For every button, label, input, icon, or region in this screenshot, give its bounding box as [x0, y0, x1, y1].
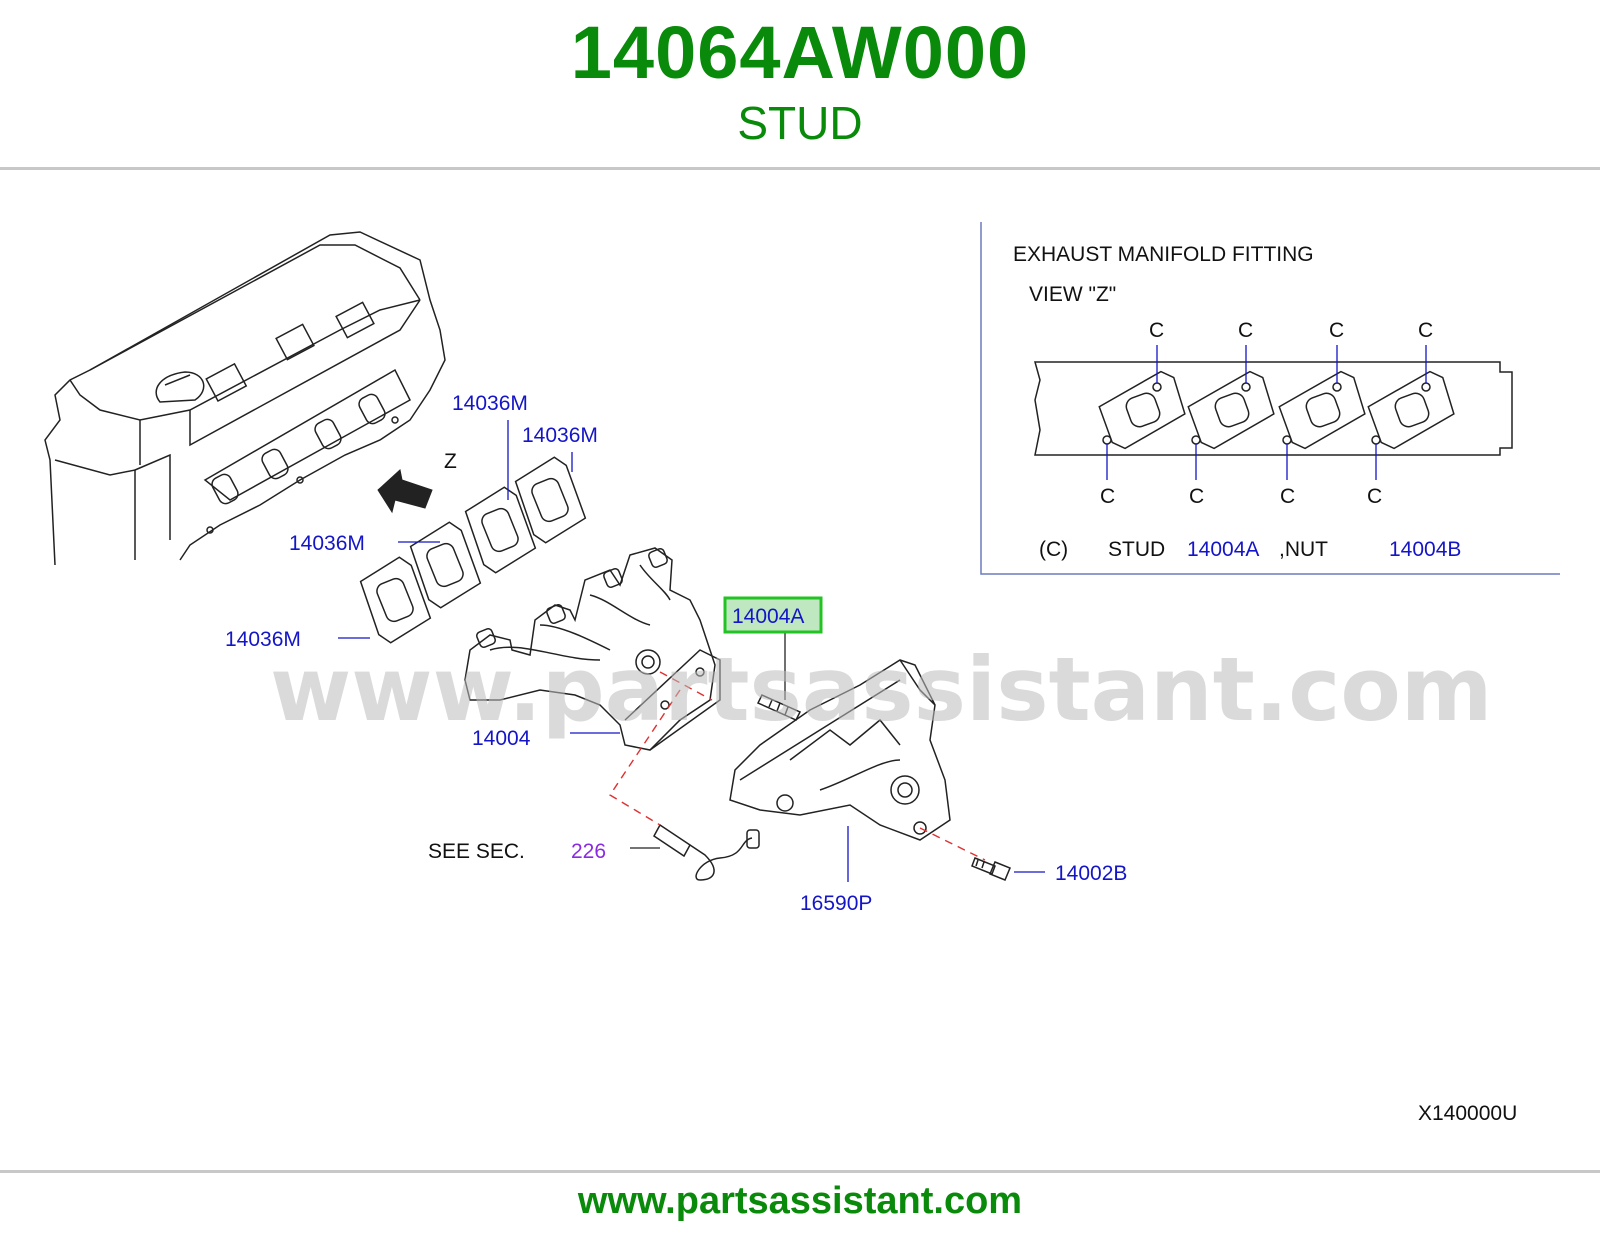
- diagram-code: X140000U: [1418, 1102, 1517, 1125]
- stud-highlight-box[interactable]: [723, 596, 823, 634]
- heat-shield-drawing: [729, 659, 951, 841]
- gasket-drawings: [359, 456, 587, 644]
- see-section-label: SEE SEC.: [428, 840, 525, 863]
- exhaust-manifold-drawing: [464, 547, 721, 751]
- inset-top-marker-3: C: [1329, 319, 1344, 342]
- part-name-subtitle: STUD: [737, 97, 863, 149]
- inset-top-marker-1: C: [1149, 319, 1164, 342]
- inset-top-marker-2: C: [1238, 319, 1253, 342]
- inset-bottom-marker-3: C: [1280, 485, 1295, 508]
- part-number-title: 14064AW000: [570, 11, 1030, 94]
- inset-bottom-marker-1: C: [1100, 485, 1115, 508]
- inset-bottom-marker-4: C: [1367, 485, 1382, 508]
- header-divider: [0, 167, 1600, 170]
- heat-shield-label: 16590P: [800, 892, 872, 915]
- page-header: 14064AW000 STUD: [0, 0, 1600, 168]
- inset-legend-nut: ,NUT: [1279, 538, 1328, 561]
- inset-top-marker-4: C: [1418, 319, 1433, 342]
- gasket-label-3: 14036M: [289, 532, 365, 555]
- inset-view-label: VIEW "Z": [1029, 283, 1116, 306]
- footer-website-link[interactable]: www.partsassistant.com: [577, 1180, 1023, 1222]
- inset-panel: [980, 222, 1560, 575]
- inset-legend-code: (C): [1039, 538, 1068, 561]
- gasket-label-1: 14036M: [452, 392, 528, 415]
- inset-marker-leaders: [1106, 345, 1427, 480]
- inset-legend-stud: STUD: [1108, 538, 1165, 561]
- watermark-text: www.partsassistant.com: [270, 638, 1493, 741]
- manifold-label: 14004: [472, 727, 531, 750]
- inset-legend-stud-part[interactable]: 14004A: [1187, 538, 1259, 561]
- inset-bottom-marker-2: C: [1189, 485, 1204, 508]
- inset-cylinder-head-drawing: [1034, 361, 1513, 456]
- bolt-label: 14002B: [1055, 862, 1127, 885]
- see-section-link[interactable]: 226: [571, 840, 606, 863]
- gasket-label-4: 14036M: [225, 628, 301, 651]
- view-z-label: Z: [444, 450, 457, 473]
- inset-title: EXHAUST MANIFOLD FITTING: [1013, 243, 1314, 266]
- stud-label-highlighted[interactable]: 14004A: [732, 605, 804, 628]
- gasket-label-2: 14036M: [522, 424, 598, 447]
- footer-divider: [0, 1170, 1600, 1173]
- inset-legend-nut-part[interactable]: 14004B: [1389, 538, 1461, 561]
- engine-block-drawing: [44, 231, 446, 566]
- view-z-arrow: [377, 469, 433, 514]
- oxygen-sensor-drawing: [653, 823, 760, 881]
- bolt-drawing: [971, 857, 1011, 881]
